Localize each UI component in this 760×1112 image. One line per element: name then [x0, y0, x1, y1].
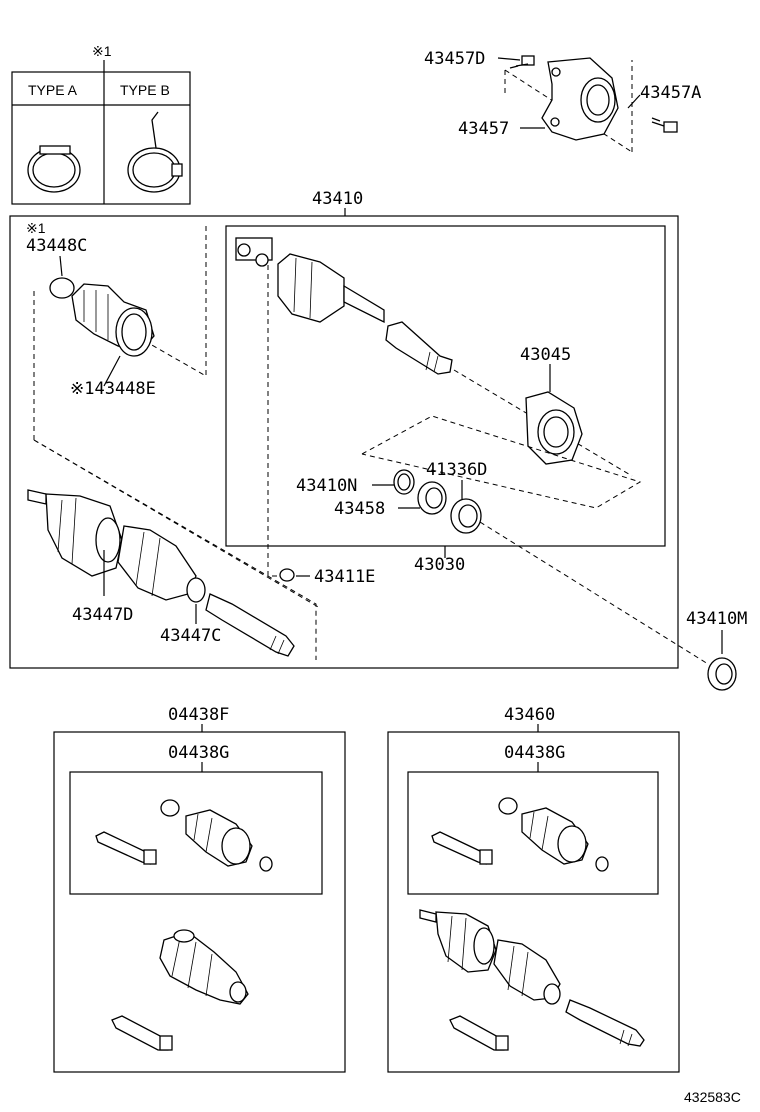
label-43448E: ※143448E [70, 379, 156, 399]
assembly-43410-box [9, 215, 679, 669]
diagram-id: 432583C [684, 1089, 741, 1105]
outer-joint-shaft-icon [27, 439, 317, 660]
label-43411E: 43411E [314, 567, 375, 587]
clamp-type-b-icon [127, 111, 183, 193]
bolt-43457A-icon [651, 117, 678, 133]
label-43045: 43045 [520, 345, 571, 365]
inner-joint-icon [235, 237, 633, 577]
boot-43448-icon [49, 277, 155, 357]
label-43457D: 43457D [424, 49, 485, 69]
kit-04438F-box [53, 731, 346, 1073]
label-04438G-right: 04438G [504, 743, 565, 763]
bolt-43457D-icon [509, 55, 535, 69]
boot-kit-right-icon [431, 797, 609, 872]
type-b-header: TYPE B [120, 82, 170, 98]
kit-43460-box [387, 731, 680, 1073]
label-43410N: 43410N [296, 476, 357, 496]
snap-ring-43410N-icon [393, 469, 415, 495]
label-43448C: 43448C [26, 236, 87, 256]
seal-43458-icon [417, 481, 447, 515]
seal-43410M-icon [707, 657, 737, 691]
label-43460: 43460 [504, 705, 555, 725]
note-mark-top: ※1 [92, 43, 112, 59]
label-04438G-left: 04438G [168, 743, 229, 763]
clip-43411E-icon [279, 568, 295, 582]
label-43030: 43030 [414, 555, 465, 575]
type-table: ※1 TYPE A TYPE B [11, 43, 191, 205]
label-04438F: 04438F [168, 705, 229, 725]
outer-boot-left-icon [111, 929, 249, 1051]
kit-04438G-right-box [407, 771, 659, 895]
label-43447D: 43447D [72, 605, 133, 625]
label-43410M: 43410M [686, 609, 747, 629]
label-43457: 43457 [458, 119, 509, 139]
label-43447C: 43447C [160, 626, 221, 646]
label-41336D: 41336D [426, 460, 487, 480]
seal-41336D-icon [450, 498, 482, 534]
bearing-bracket-43457 [497, 55, 678, 153]
type-a-header: TYPE A [28, 82, 78, 98]
kit-04438G-left-box [69, 771, 323, 895]
driveshaft-right-icon [419, 909, 645, 1051]
label-43458: 43458 [334, 499, 385, 519]
label-43457A: 43457A [640, 83, 701, 103]
note-mark-43448C: ※1 [26, 220, 46, 236]
bearing-43045-icon [525, 391, 583, 465]
boot-kit-left-icon [95, 799, 273, 872]
label-43410: 43410 [312, 189, 363, 209]
clamp-type-a-icon [27, 145, 81, 193]
